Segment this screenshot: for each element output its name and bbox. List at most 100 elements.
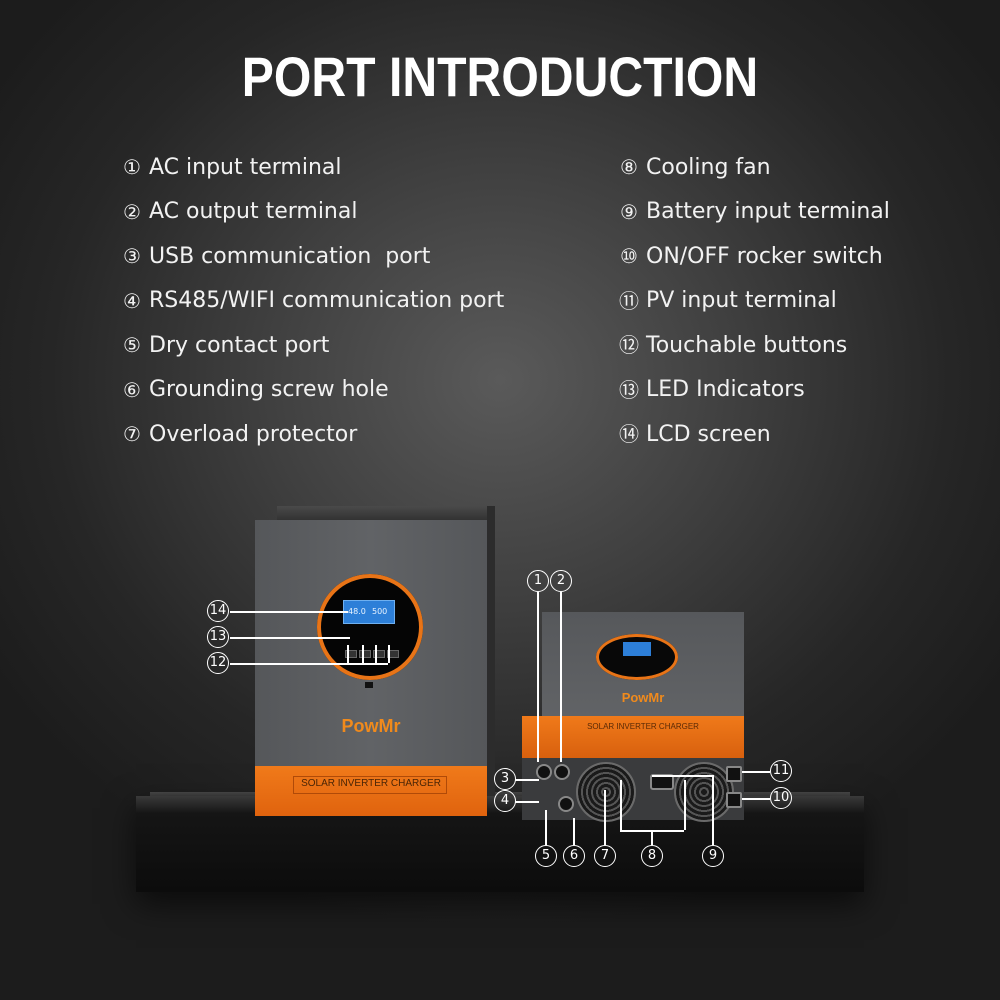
lcd-value-right: 500 [372,607,388,616]
list-item: ⑧ Cooling fan [617,145,890,190]
list-item: ④ RS485/WIFI communication port [120,279,504,324]
item-number: ⑥ [123,377,141,402]
mounting-rail [277,506,487,522]
touch-button [359,650,371,658]
list-item: ① AC input terminal [120,145,504,190]
list-item: ⑤ Dry contact port [120,323,504,368]
callout-line [515,801,539,803]
callout-9: 9 [702,845,724,867]
callout-line [230,663,388,665]
callout-6: 6 [563,845,585,867]
band-frame [293,776,447,794]
ac-input-port-icon [536,764,552,780]
lcd-screen: 48.0 500 [343,600,395,624]
rocker-switch-icon [726,792,742,808]
item-number: ⑩ [620,244,638,269]
callout-3: 3 [494,768,516,790]
display-ring [596,634,678,680]
item-number: ⑭ [619,422,639,447]
item-label: AC output terminal [149,199,358,225]
item-number: ① [123,155,141,180]
callout-line [684,780,686,830]
page-title: PORT INTRODUCTION [241,45,759,108]
callout-1: 1 [527,570,549,592]
list-item: ⑬ LED Indicators [617,368,890,413]
brand-logo: PowMr [341,716,401,736]
lcd-value-left: 48.0 [348,607,366,616]
inverter-side [487,506,495,796]
band-label: SOLAR INVERTER CHARGER [587,722,699,731]
callout-line [560,592,562,762]
callout-line [537,592,539,762]
item-label: Battery input terminal [646,199,890,225]
item-label: Cooling fan [646,154,771,180]
item-label: RS485/WIFI communication port [149,288,505,314]
item-label: Grounding screw hole [149,377,389,403]
callout-line [742,798,770,800]
item-label: USB communication port [149,243,431,269]
list-item: ⑪ PV input terminal [617,279,890,324]
callout-line [652,775,712,777]
callout-12: 12 [207,652,229,674]
item-number: ③ [123,244,141,269]
item-number: ④ [123,288,141,313]
item-number: ⑬ [619,377,639,402]
touch-button [345,650,357,658]
brand-logo: PowMr [621,690,665,705]
callout-line [347,645,349,663]
indicator-notch [365,682,373,688]
callout-line [362,645,364,663]
item-number: ⑫ [619,333,639,358]
callout-14: 14 [207,600,229,622]
callout-line [388,645,390,663]
grounding-hole-icon [558,796,574,812]
inverter-port-view: PowMr SOLAR INVERTER CHARGER [522,612,744,822]
callout-line [230,611,348,613]
touch-button [373,650,385,658]
band-label: SOLAR INVERTER CHARGER [301,778,441,789]
callout-8: 8 [641,845,663,867]
inverter-body: 48.0 500 PowMr SOLAR INVERTER CHARGER [255,520,487,816]
callout-line [545,810,547,845]
callout-2: 2 [550,570,572,592]
callout-line [712,775,714,845]
orange-band: SOLAR INVERTER CHARGER [255,766,487,816]
item-label: ON/OFF rocker switch [646,243,883,269]
callout-line [230,637,350,639]
callout-line [620,780,622,830]
item-label: AC input terminal [149,154,342,180]
list-item: ⑨ Battery input terminal [617,190,890,235]
lcd-screen [623,642,651,656]
callout-11: 11 [770,760,792,782]
item-number: ⑨ [620,199,638,224]
callout-13: 13 [207,626,229,648]
list-item: ⑫ Touchable buttons [617,323,890,368]
item-label: Touchable buttons [646,332,848,358]
callout-line [742,771,770,773]
callout-line [651,830,653,845]
port-list-right: ⑧ Cooling fan ⑨ Battery input terminal ⑩ ON… [617,145,890,457]
item-label: Dry contact port [149,332,330,358]
orange-band: SOLAR INVERTER CHARGER [522,716,744,758]
callout-line [573,818,575,845]
item-label: PV input terminal [646,288,837,314]
inverter-front-view: 48.0 500 PowMr SOLAR INVERTER CHARGER [255,506,495,816]
item-number: ⑪ [619,288,639,313]
item-number: ⑤ [123,333,141,358]
touch-button [387,650,399,658]
display-ring [317,574,423,680]
item-label: LED Indicators [646,377,805,403]
callout-4: 4 [494,790,516,812]
callout-line [375,645,377,663]
list-item: ③ USB communication port [120,234,504,279]
callout-line [515,779,539,781]
pv-terminal-icon [726,766,742,782]
item-number: ⑦ [123,422,141,447]
cooling-fan-icon [576,762,636,822]
list-item: ⑩ ON/OFF rocker switch [617,234,890,279]
item-number: ⑧ [620,155,638,180]
